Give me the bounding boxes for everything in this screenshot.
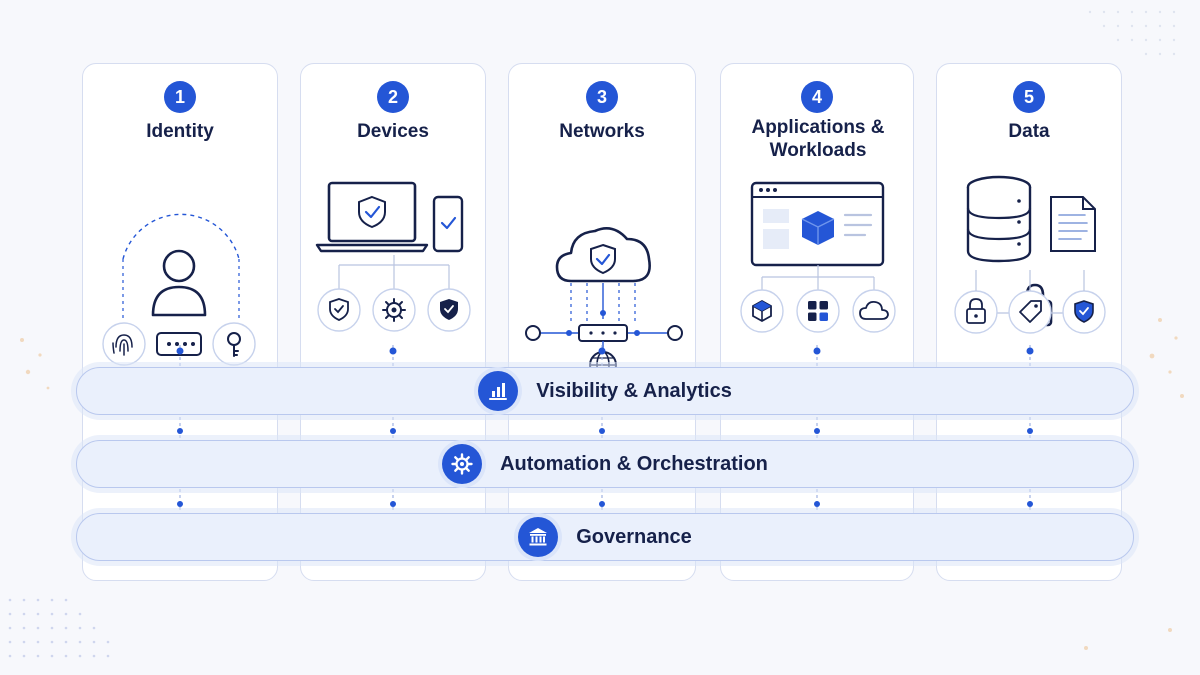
layer-governance: Governance [76,513,1134,561]
layer-visibility-analytics: Visibility & Analytics [76,367,1134,415]
cloud-icon [852,289,896,333]
gear-icon [442,444,483,484]
cube-icon [740,289,784,333]
layer-automation-orchestration: Automation & Orchestration [76,440,1134,488]
pillar-devices: 2 Devices [300,63,486,581]
layer-label: Governance [576,525,692,548]
pillar-networks: 3 Networks [508,63,696,581]
pillar-title: Devices [357,121,429,142]
data-sub-icons [954,270,1106,334]
pillar-title: Identity [146,121,214,142]
app-grid-icon [796,289,840,333]
network-node-icon [525,324,683,342]
identity-icon [102,213,256,366]
shield-check-icon [317,288,361,332]
key-icon [212,322,256,366]
gear-icon [372,288,416,332]
devices-icon [315,181,471,332]
layer-label: Automation & Orchestration [500,452,768,475]
layer-label: Visibility & Analytics [536,379,732,402]
password-dots-icon [156,332,202,356]
analytics-chart-icon [478,371,519,411]
tag-icon [1008,290,1052,334]
pillar-number-badge: 2 [377,81,409,113]
pillar-number-badge: 3 [586,81,618,113]
pillar-number-badge: 1 [164,81,196,113]
institution-icon [518,517,559,557]
lock-icon [954,290,998,334]
pillar-title: Data [1008,121,1050,142]
pillar-number-badge: 5 [1013,81,1045,113]
shield-check-icon [1062,290,1106,334]
pillar-identity: 1 Identity [82,63,278,581]
shield-filled-icon [427,288,471,332]
pillar-applications-workloads: 4 Applications & Workloads [720,63,914,581]
browser-window-icon [740,181,896,333]
pillar-number-badge: 4 [801,81,833,113]
fingerprint-icon [102,322,146,366]
pillar-title: Networks [559,121,645,142]
pillar-title: Applications & Workloads [751,117,885,161]
cloud-shield-icon [525,227,683,379]
